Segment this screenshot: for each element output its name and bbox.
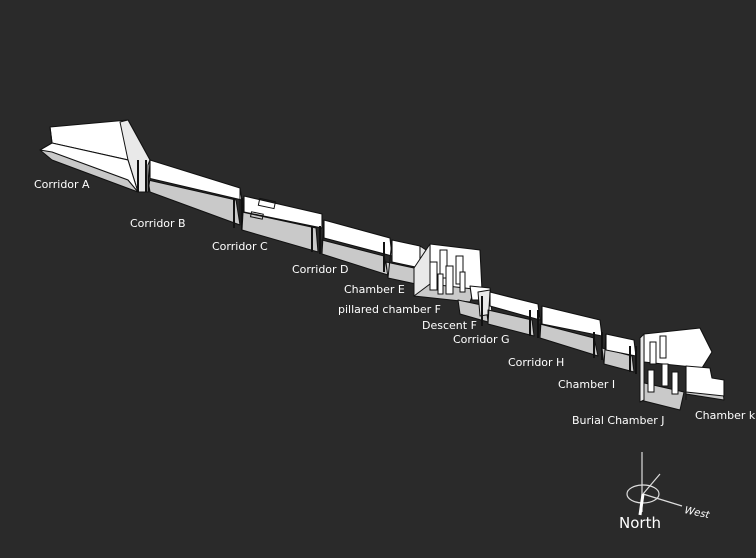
label-descent-f: Descent F	[422, 319, 477, 332]
label-corridor-d: Corridor D	[292, 263, 349, 276]
label-corridor-g: Corridor G	[453, 333, 510, 346]
label-corridor-h: Corridor H	[508, 356, 564, 369]
compass-rose-icon	[626, 452, 683, 516]
corridor-h-shape	[539, 305, 603, 360]
corridor-g-shape	[481, 291, 541, 338]
label-corridor-c: Corridor C	[212, 240, 268, 253]
label-chamber-k: Chamber k	[695, 409, 756, 422]
label-chamber-e: Chamber E	[344, 283, 405, 296]
label-chamber-i: Chamber I	[558, 378, 615, 391]
chamber-k-shape	[685, 365, 725, 401]
corridor-a-shape	[39, 119, 151, 193]
burial-chamber-j-shape	[639, 327, 713, 411]
label-pillared-chamber-f: pillared chamber F	[338, 303, 441, 316]
label-corridor-a: Corridor A	[34, 178, 90, 191]
label-burial-chamber-j: Burial Chamber J	[572, 414, 665, 427]
label-corridor-b: Corridor B	[130, 217, 186, 230]
compass-west-label: West	[683, 505, 711, 521]
compass-north-label: North	[619, 514, 661, 532]
corridor-b-shape	[147, 159, 243, 230]
corridor-c-shape	[241, 195, 323, 254]
chamber-i-shape	[601, 333, 637, 374]
pillared-chamber-f-shape	[413, 243, 483, 303]
